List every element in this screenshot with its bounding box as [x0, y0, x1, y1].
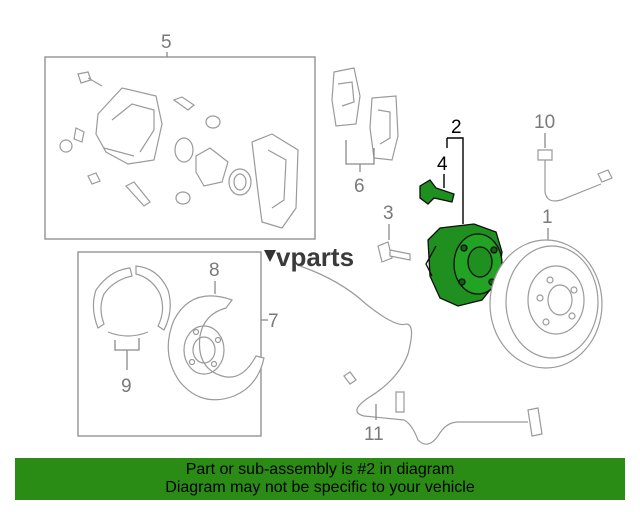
parking-brake-group-box	[77, 251, 262, 437]
brake-pads	[331, 67, 399, 161]
watermark-text: vparts	[276, 242, 354, 272]
parts-diagram: 5 6 2 4	[44, 32, 613, 445]
caliper-group-box	[44, 56, 316, 240]
callout-8: 8	[209, 260, 220, 281]
backing-plate	[167, 295, 265, 401]
callout-1: 1	[542, 207, 553, 228]
callout-11: 11	[364, 424, 384, 445]
watermark: vparts	[264, 242, 354, 272]
brake-hose	[537, 149, 613, 202]
callout-5: 5	[161, 32, 172, 53]
wheel-stud	[377, 241, 411, 263]
callout-2: 2	[451, 117, 462, 138]
info-banner: Part or sub-assembly is #2 in diagram Di…	[15, 458, 625, 500]
hub-bolt	[419, 179, 455, 205]
brake-rotor	[489, 239, 603, 369]
callout-6: 6	[354, 176, 365, 197]
callout-10: 10	[534, 112, 555, 133]
callout-3: 3	[383, 203, 394, 224]
callout-4: 4	[437, 154, 448, 175]
banner-line-2: Diagram may not be specific to your vehi…	[165, 479, 475, 496]
abs-sensor-wire	[299, 265, 543, 445]
banner-line-1: Part or sub-assembly is #2 in diagram	[185, 461, 455, 478]
callout-9: 9	[121, 376, 132, 397]
brake-shoes	[92, 265, 171, 337]
callout-7: 7	[268, 311, 279, 332]
caliper-parts	[59, 71, 299, 229]
